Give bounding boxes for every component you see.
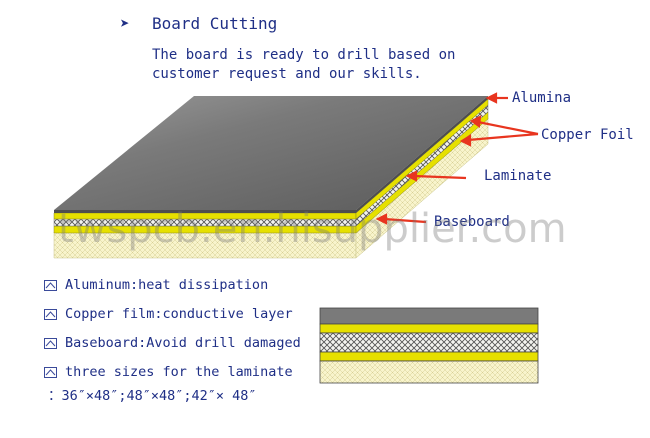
legend-copper-strip-1 — [319, 323, 539, 334]
feature-item-aluminum: Aluminum:heat dissipation — [44, 277, 268, 293]
watermark: twspcb.en.hisupplier.com — [58, 206, 567, 252]
section-title: Board Cutting — [152, 14, 278, 33]
box-icon — [44, 366, 57, 378]
legend-baseboard-strip — [319, 360, 539, 384]
feature-item-baseboard: Baseboard:Avoid drill damaged — [44, 335, 301, 351]
feature-item-copper: Copper film:conductive layer — [44, 306, 293, 322]
intro-text: The board is ready to drill based on cus… — [152, 46, 455, 84]
intro-line-1: The board is ready to drill based on — [152, 47, 456, 63]
aluminum-top — [54, 96, 488, 210]
feature-text: Baseboard:Avoid drill damaged — [65, 335, 301, 351]
box-icon — [44, 308, 57, 320]
label-alumina: Alumina — [512, 90, 572, 106]
bullet-arrow-icon: ➤ — [120, 14, 130, 33]
intro-line-2: customer request and our skills. — [152, 66, 422, 82]
box-icon — [44, 337, 57, 349]
box-icon — [44, 279, 57, 291]
feature-text: three sizes for the laminate — [65, 364, 293, 380]
legend-laminate-strip — [319, 332, 539, 353]
label-copper-foil: Copper Foil — [541, 127, 634, 143]
baseboard-arrow — [383, 217, 427, 224]
feature-text: Aluminum:heat dissipation — [65, 277, 269, 293]
copper-foil-arrow-2 — [467, 132, 539, 142]
feature-item-laminate-sizes: three sizes for the laminate — [44, 364, 293, 380]
copper-foil-arrow-1 — [477, 120, 539, 136]
legend-copper-strip-2 — [319, 351, 539, 362]
legend-aluminum-strip — [319, 307, 539, 325]
label-baseboard: Baseboard — [434, 214, 510, 230]
laminate-sizes: ：36″×48″;48″×48″;42″× 48″ — [48, 388, 257, 404]
aluminum-front — [54, 210, 356, 213]
label-laminate: Laminate — [484, 168, 552, 184]
feature-text: Copper film:conductive layer — [65, 306, 293, 322]
laminate-arrow — [413, 174, 467, 180]
aluminum-side — [356, 96, 488, 213]
